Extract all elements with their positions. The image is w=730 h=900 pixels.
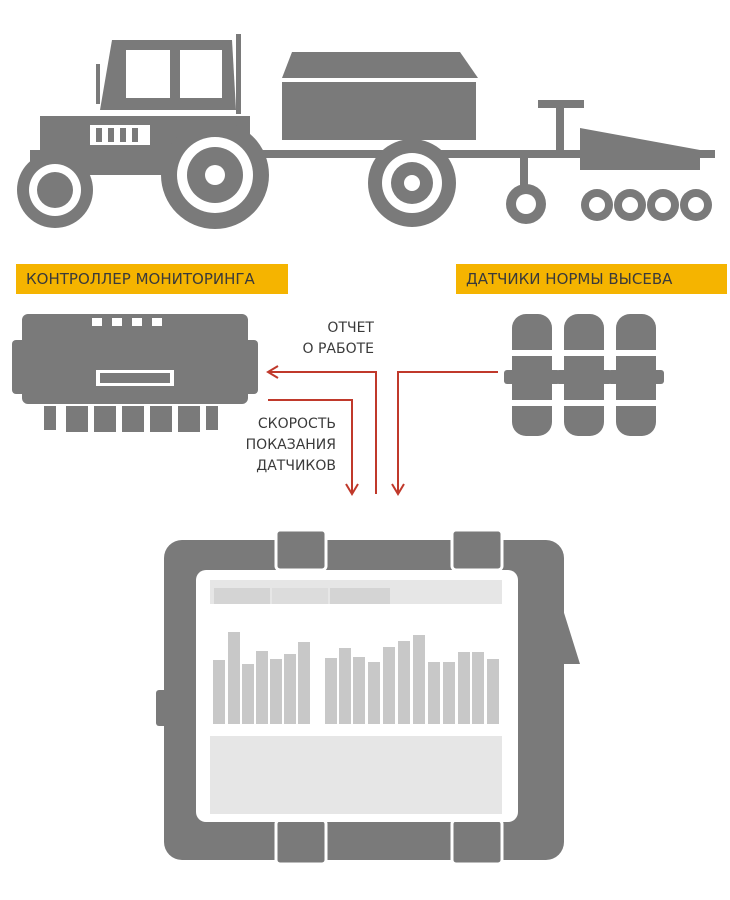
speed-flow-label: СКОРОСТЬ ПОКАЗАНИЯ ДАТЧИКОВ <box>226 414 336 477</box>
speed-line-2: ПОКАЗАНИЯ <box>245 437 336 453</box>
tablet-device <box>156 528 580 866</box>
report-line-2: О РАБОТЕ <box>302 341 374 357</box>
controller-label: КОНТРОЛЛЕР МОНИТОРИНГА <box>16 264 288 294</box>
speed-arrow <box>268 399 353 494</box>
tractor-seeder-illustration <box>17 34 715 229</box>
report-flow-label: ОТЧЕТ О РАБОТЕ <box>270 318 374 360</box>
speed-line-3: ДАТЧИКОВ <box>256 458 336 474</box>
sensor-arrow <box>397 371 498 494</box>
screen-bar-graph <box>213 632 499 724</box>
flow-arrows <box>266 365 498 496</box>
seed-rate-sensors <box>504 314 664 436</box>
speed-line-1: СКОРОСТЬ <box>257 416 336 432</box>
monitoring-controller-device <box>12 314 258 432</box>
screen-footer-panel <box>210 736 502 814</box>
report-arrow <box>270 371 377 494</box>
sensors-label: ДАТЧИКИ НОРМЫ ВЫСЕВА <box>456 264 727 294</box>
report-line-1: ОТЧЕТ <box>327 320 374 336</box>
